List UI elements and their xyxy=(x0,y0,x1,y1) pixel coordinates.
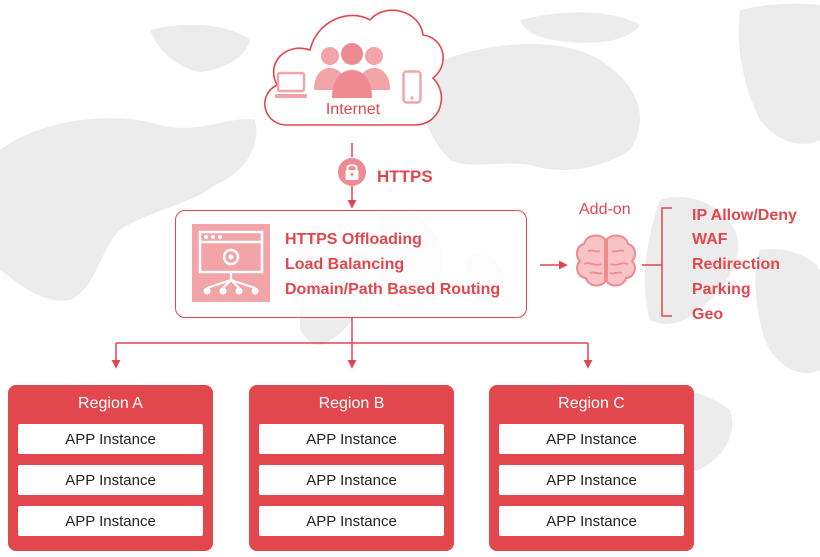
lock-icon xyxy=(338,158,366,186)
app-instance: APP Instance xyxy=(18,465,203,495)
app-instance: APP Instance xyxy=(18,424,203,454)
addon-title: Add-on xyxy=(579,201,631,218)
addon-item-geo: Geo xyxy=(692,306,724,323)
internet-label: Internet xyxy=(325,101,381,118)
lb-feature-load-balancing: Load Balancing xyxy=(285,256,405,273)
region-b-card: Region B APP Instance APP Instance APP I… xyxy=(249,385,454,551)
region-title: Region B xyxy=(318,395,385,412)
brain-icon xyxy=(570,225,642,297)
region-a-card: Region A APP Instance APP Instance APP I… xyxy=(8,385,213,551)
user-group-icon xyxy=(314,43,390,98)
lb-feature-https-offloading: HTTPS Offloading xyxy=(285,231,422,248)
addon-item-waf: WAF xyxy=(692,231,728,248)
region-title: Region A xyxy=(78,395,143,412)
app-instance: APP Instance xyxy=(259,424,444,454)
https-label: HTTPS xyxy=(377,167,433,186)
region-c-card: Region C APP Instance APP Instance APP I… xyxy=(489,385,694,551)
lb-feature-routing: Domain/Path Based Routing xyxy=(285,281,501,298)
app-instance: APP Instance xyxy=(259,465,444,495)
app-instance: APP Instance xyxy=(259,506,444,536)
laptop-icon xyxy=(275,71,307,98)
addon-bracket xyxy=(661,207,672,317)
app-instance: APP Instance xyxy=(18,506,203,536)
addon-item-redirection: Redirection xyxy=(692,256,781,273)
app-instance: APP Instance xyxy=(499,424,684,454)
app-instance: APP Instance xyxy=(499,465,684,495)
addon-item-ip-allow-deny: IP Allow/Deny xyxy=(692,207,797,224)
app-instance: APP Instance xyxy=(499,506,684,536)
addon-item-parking: Parking xyxy=(692,281,751,298)
load-balancer-icon xyxy=(192,224,270,302)
region-title: Region C xyxy=(558,395,625,412)
mobile-phone-icon xyxy=(402,70,422,104)
